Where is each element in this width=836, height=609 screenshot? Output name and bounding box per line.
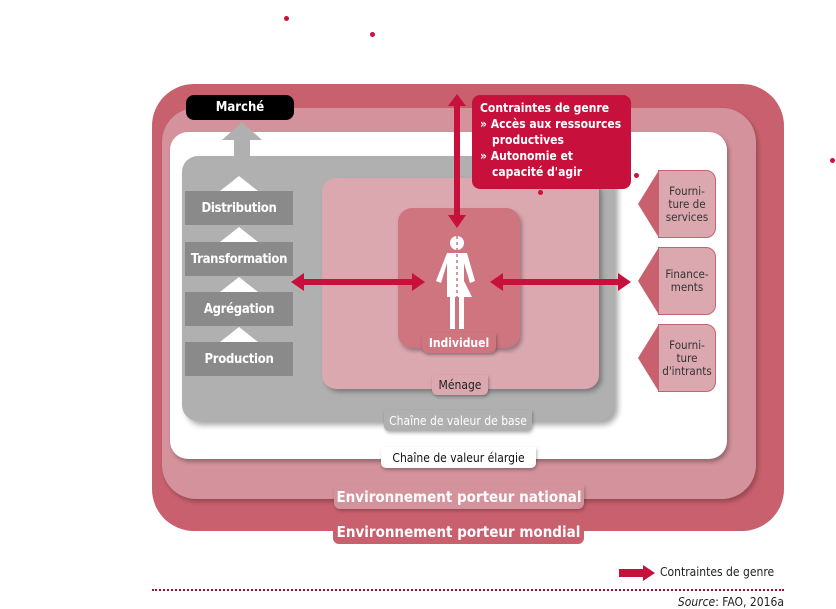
legend-label: Contraintes de genre [660, 565, 775, 579]
chain-step-distribution: Distribution [185, 191, 293, 225]
extended-chain-label: Chaîne de valeur élargie [381, 447, 536, 468]
legend-arrow-icon [619, 565, 655, 581]
gender-constraints-box: Contraintes de genre » Accès aux ressour… [472, 95, 631, 189]
source-prefix: Source [677, 595, 716, 609]
source-note: Source: FAO, 2016a [678, 595, 784, 609]
red-dot [830, 158, 835, 163]
input-supply-box: Fourni-ture d'intrants [638, 324, 717, 392]
chevron-up-icon [220, 327, 258, 342]
household-label: Ménage [432, 375, 488, 395]
market-label: Marché [186, 95, 294, 120]
source-text: : FAO, 2016a [715, 595, 784, 609]
constraint-item: » Accès aux ressources productives [480, 117, 622, 147]
constraint-item: » Autonomie et capacité d'agir [480, 149, 583, 179]
chevron-up-icon [220, 227, 258, 242]
chevron-up-icon [220, 277, 258, 292]
global-environment-label: Environnement porteur mondial [333, 520, 584, 544]
chevron-up-icon [220, 176, 258, 191]
financing-box: Finance-ments [638, 247, 717, 315]
individual-label: Individuel [422, 333, 496, 353]
core-chain-label: Chaîne de valeur de base [384, 410, 532, 431]
red-dot [284, 16, 289, 21]
red-dot [634, 173, 639, 178]
service-provision-box: Fourni-ture de services [638, 170, 717, 238]
red-dot [370, 32, 375, 37]
chain-step-transformation: Transformation [185, 242, 293, 276]
red-dot [538, 190, 543, 195]
divider [152, 589, 784, 591]
chain-step-production: Production [185, 342, 293, 376]
chain-step-aggregation: Agrégation [185, 292, 293, 326]
individual-layer [398, 208, 520, 348]
constraints-title: Contraintes de genre [480, 101, 610, 115]
market-up-arrow [222, 122, 262, 160]
national-environment-label: Environnement porteur national [334, 485, 584, 509]
